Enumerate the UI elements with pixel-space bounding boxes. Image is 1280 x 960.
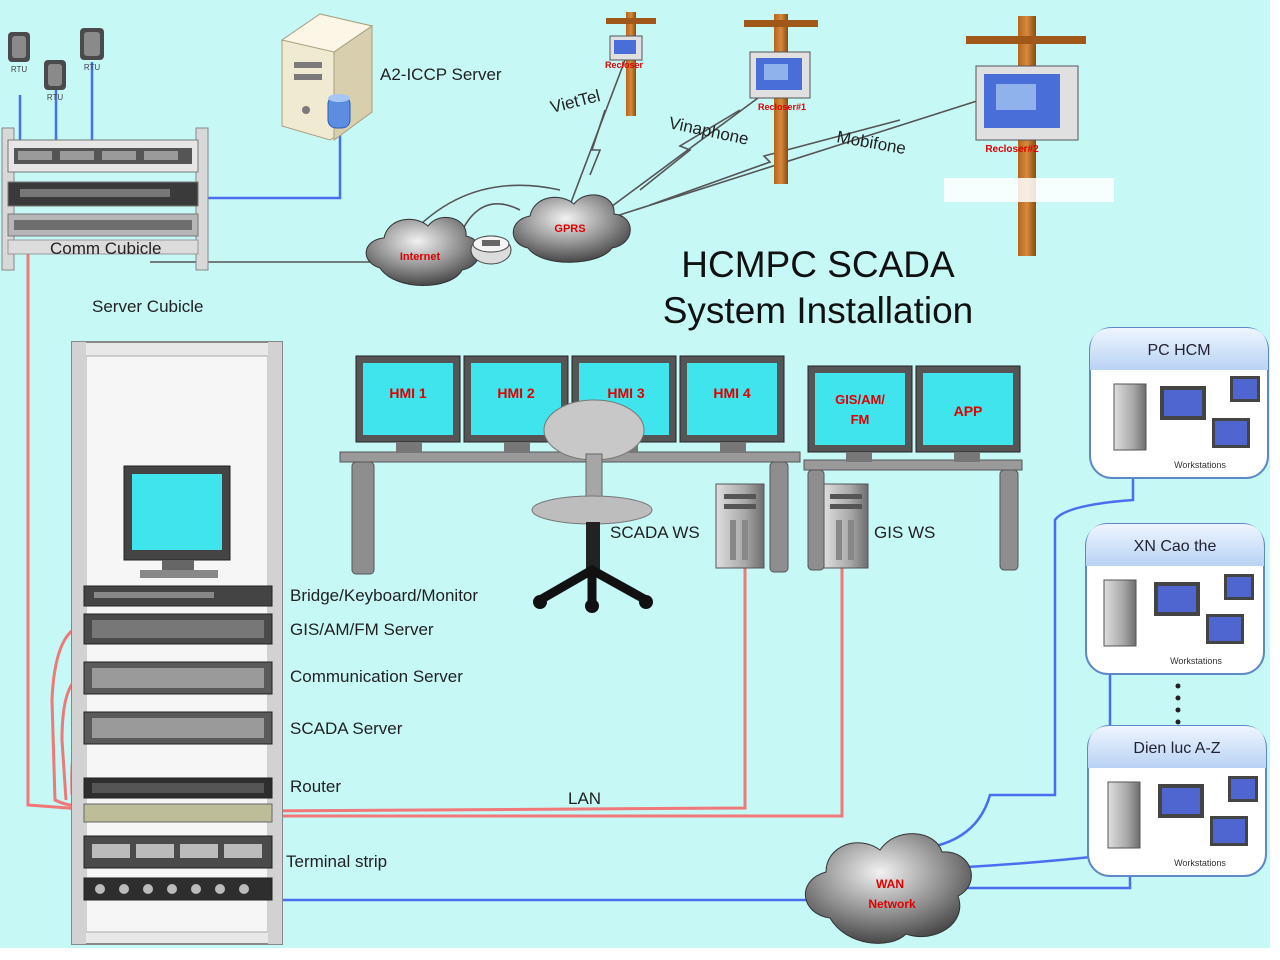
svg-text:HMI 4: HMI 4 — [713, 385, 751, 401]
utility-pole-1: Recloser — [605, 12, 656, 116]
site-xn-cao-the: XN Cao the Workstations — [1085, 523, 1265, 675]
svg-text:Workstations: Workstations — [1174, 858, 1226, 868]
gis-ws-label: GIS WS — [874, 523, 935, 542]
svg-text:Recloser#2: Recloser#2 — [985, 144, 1039, 155]
svg-text:WAN: WAN — [876, 877, 904, 891]
diagram-title-line2: System Installation — [663, 290, 974, 331]
scada-ws-tower — [715, 483, 765, 569]
antenna-icon: RTU — [80, 28, 104, 72]
antenna-icon: RTU — [44, 60, 66, 102]
terminal-strip-label: Terminal strip — [286, 852, 387, 871]
hmi-monitor-4: HMI 4 — [679, 355, 785, 452]
svg-text:Dien luc A-Z: Dien luc A-Z — [1133, 740, 1220, 757]
bridge-kvm-label: Bridge/Keyboard/Monitor — [290, 586, 478, 605]
svg-text:APP: APP — [954, 403, 983, 419]
internet-cloud: Internet — [365, 216, 481, 286]
antenna-icon: RTU — [8, 32, 30, 74]
server-cubicle-label: Server Cubicle — [92, 297, 204, 316]
server-rack — [71, 341, 283, 945]
site-dien-luc: Dien luc A-Z Workstations — [1087, 725, 1267, 877]
comm-cubicle-label: Comm Cubicle — [50, 239, 161, 258]
svg-text:XN Cao the: XN Cao the — [1134, 538, 1217, 555]
site-pc-hcm: PC HCM Workstations — [1089, 327, 1269, 479]
svg-text:RTU: RTU — [11, 65, 28, 74]
wan-cloud: WAN Network — [805, 833, 972, 944]
gprs-cloud: GPRS — [512, 194, 631, 263]
hmi-monitor-2: HMI 2 — [463, 355, 569, 452]
lan-label: LAN — [568, 789, 601, 808]
svg-text:PC HCM: PC HCM — [1147, 342, 1210, 359]
svg-text:RTU: RTU — [47, 93, 64, 102]
app-monitor: APP — [915, 365, 1021, 462]
utility-pole-2: Recloser#1 — [744, 14, 818, 184]
svg-text:Workstations: Workstations — [1170, 656, 1222, 666]
svg-text:FM: FM — [851, 412, 870, 427]
router-label: Router — [290, 777, 341, 796]
svg-text:HMI 2: HMI 2 — [497, 385, 535, 401]
diagram-title-line1: HCMPC SCADA — [681, 244, 955, 285]
svg-text:Network: Network — [868, 897, 916, 911]
svg-text:HMI 1: HMI 1 — [389, 385, 427, 401]
gis-monitor: GIS/AM/ FM — [807, 365, 913, 462]
control-desk — [339, 451, 1023, 575]
router-icon — [470, 235, 512, 265]
svg-text:GPRS: GPRS — [554, 223, 585, 235]
svg-text:HMI 3: HMI 3 — [607, 385, 645, 401]
svg-text:Recloser#1: Recloser#1 — [758, 102, 806, 112]
ellipsis-dots — [1175, 683, 1181, 725]
svg-text:RTU: RTU — [84, 63, 101, 72]
scada-ws-label: SCADA WS — [610, 523, 700, 542]
iccp-server-label: A2-ICCP Server — [380, 65, 502, 84]
utility-pole-3: Recloser#2 — [944, 16, 1114, 256]
comm-cubicle — [1, 127, 209, 271]
svg-text:GIS/AM/: GIS/AM/ — [835, 392, 885, 407]
operator-chair — [531, 399, 653, 613]
hmi-monitor-1: HMI 1 — [355, 355, 461, 452]
scada-server-label: SCADA Server — [290, 719, 403, 738]
wireless-links — [589, 109, 901, 206]
iccp-server-icon — [280, 13, 374, 141]
svg-text:Workstations: Workstations — [1174, 460, 1226, 470]
gis-server-label: GIS/AM/FM Server — [290, 620, 434, 639]
svg-text:Internet: Internet — [400, 251, 441, 263]
svg-text:Recloser: Recloser — [605, 60, 644, 70]
gis-ws-tower — [823, 483, 869, 569]
comm-server-label: Communication Server — [290, 667, 463, 686]
